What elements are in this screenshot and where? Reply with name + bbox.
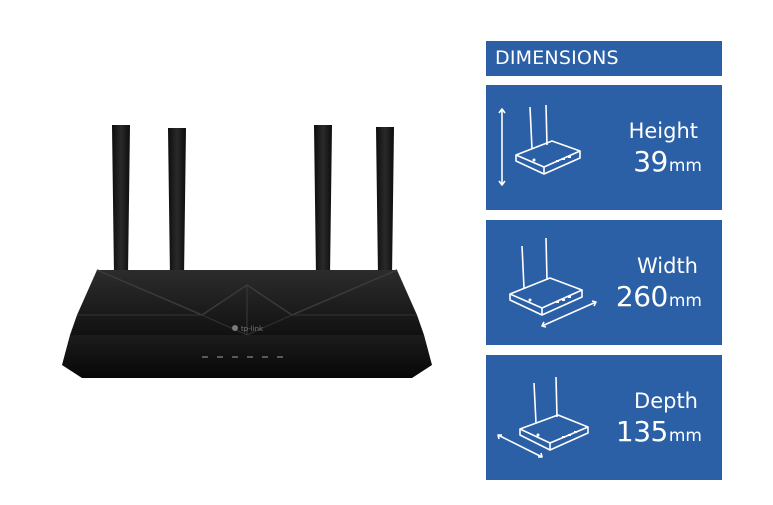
- dimension-unit: mm: [668, 426, 702, 446]
- dimension-value: 260mm: [616, 280, 702, 313]
- antenna-4: [376, 127, 394, 276]
- dimension-unit: mm: [668, 291, 702, 311]
- dimension-unit: mm: [668, 156, 702, 176]
- router-image: tp-link: [62, 125, 432, 378]
- router-leds: [202, 356, 283, 358]
- dimension-card-depth: Depth 135mm: [486, 355, 722, 480]
- dimension-label: Width: [636, 254, 698, 278]
- dimension-card-height: Height 39mm: [486, 85, 722, 210]
- router-width-icon: [509, 237, 597, 328]
- dimension-label: Height: [628, 119, 698, 143]
- dimension-number: 260: [615, 280, 668, 313]
- dimension-value: 39mm: [633, 145, 702, 178]
- dimension-number: 39: [633, 145, 668, 178]
- dimensions-header: DIMENSIONS: [486, 41, 722, 76]
- router-logo-text: tp-link: [241, 325, 264, 333]
- dimension-number: 135: [615, 415, 668, 448]
- router-depth-icon: [497, 376, 589, 458]
- dimension-value: 135mm: [616, 415, 702, 448]
- tp-link-logo-icon: [232, 325, 238, 331]
- dimension-card-width: Width 260mm: [486, 220, 722, 345]
- dimension-label: Depth: [634, 389, 698, 413]
- dimensions-panel: DIMENSIONS: [486, 41, 722, 480]
- antenna-2: [168, 128, 186, 278]
- antenna-3: [314, 125, 332, 276]
- router-height-icon: [498, 104, 581, 186]
- antenna-1: [112, 125, 130, 275]
